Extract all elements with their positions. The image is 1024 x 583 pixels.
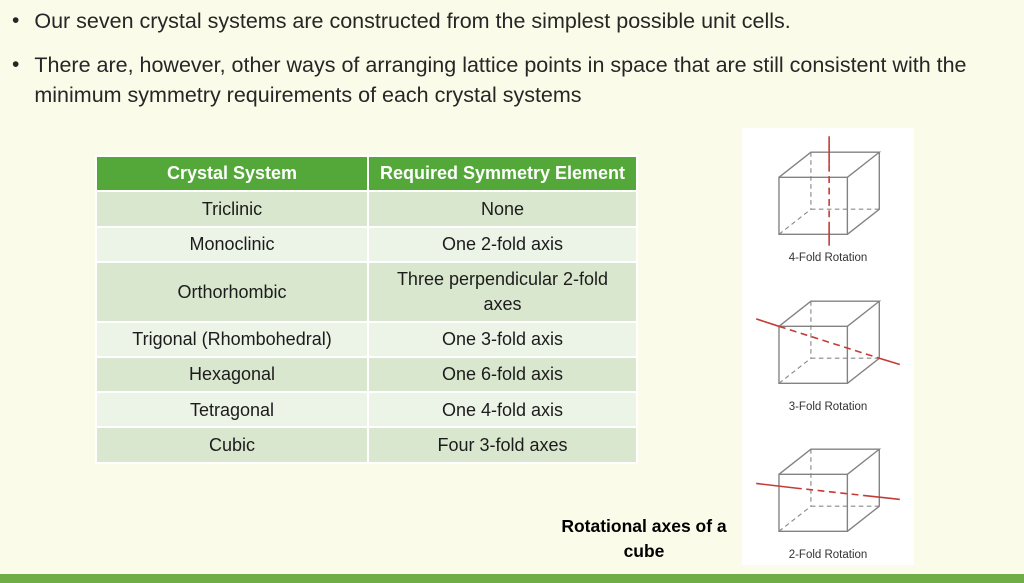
cube-4fold-icon	[778, 136, 882, 246]
cube-wireframe	[778, 151, 882, 236]
cell-crystal-system: Monoclinic	[95, 225, 369, 263]
table-row: Monoclinic One 2-fold axis	[95, 225, 638, 263]
diagram-label: 4-Fold Rotation	[788, 252, 868, 264]
bullet-list: Our seven crystal systems are constructe…	[12, 6, 972, 124]
table-header-row: Crystal System Required Symmetry Element	[95, 154, 638, 193]
cell-symmetry-element: One 2-fold axis	[367, 225, 638, 263]
rotation-diagrams-panel: 4-Fold Rotation 3-Fold Rotation	[742, 128, 914, 565]
diagram-label: 2-Fold Rotation	[788, 549, 868, 561]
header-crystal-system: Crystal System	[95, 154, 369, 193]
table-row: Cubic Four 3-fold axes	[95, 426, 638, 464]
bullet-item: Our seven crystal systems are constructe…	[12, 6, 972, 37]
table-row: Orthorhombic Three perpendicular 2-fold …	[95, 260, 638, 323]
bullet-icon	[12, 6, 19, 37]
figure-caption: Rotational axes of a cube	[561, 516, 727, 562]
diagram-label: 3-Fold Rotation	[788, 400, 868, 413]
table-row: Trigonal (Rhombohedral) One 3-fold axis	[95, 320, 638, 358]
cube-3fold-icon	[755, 300, 901, 384]
cube-hidden-edges	[778, 449, 880, 532]
cell-crystal-system: Triclinic	[95, 190, 369, 228]
cell-symmetry-element: One 3-fold axis	[367, 320, 638, 358]
cell-symmetry-element: One 4-fold axis	[367, 391, 638, 429]
slide-footer-bar	[0, 574, 1024, 583]
diagram-2fold-rotation: 2-Fold Rotation	[752, 431, 904, 561]
cube-wireframe	[778, 448, 882, 533]
bullet-text: There are, however, other ways of arrang…	[34, 52, 967, 108]
cell-symmetry-element: One 6-fold axis	[367, 355, 638, 394]
table-row: Hexagonal One 6-fold axis	[95, 355, 638, 394]
cell-crystal-system: Tetragonal	[95, 391, 369, 429]
table-row: Tetragonal One 4-fold axis	[95, 391, 638, 429]
bullet-item: There are, however, other ways of arrang…	[12, 50, 972, 111]
cell-symmetry-element: Three perpendicular 2-fold axes	[367, 260, 638, 323]
rotation-axis-line	[755, 317, 901, 365]
crystal-systems-table: Crystal System Required Symmetry Element…	[95, 154, 638, 464]
diagram-3fold-rotation: 3-Fold Rotation	[752, 283, 904, 413]
table-row: Triclinic None	[95, 190, 638, 228]
cell-crystal-system: Trigonal (Rhombohedral)	[95, 320, 369, 358]
rotation-axis-line	[756, 482, 900, 501]
header-required-symmetry: Required Symmetry Element	[367, 154, 638, 193]
cube-hidden-edges	[778, 300, 880, 384]
bullet-text: Our seven crystal systems are constructe…	[34, 9, 791, 33]
cell-crystal-system: Orthorhombic	[95, 260, 369, 323]
bullet-icon	[12, 50, 19, 111]
diagram-4fold-rotation: 4-Fold Rotation	[752, 134, 904, 264]
cube-2fold-icon	[756, 448, 900, 533]
cell-symmetry-element: Four 3-fold axes	[367, 426, 638, 464]
cell-crystal-system: Cubic	[95, 426, 369, 464]
cell-crystal-system: Hexagonal	[95, 355, 369, 394]
cell-symmetry-element: None	[367, 190, 638, 228]
